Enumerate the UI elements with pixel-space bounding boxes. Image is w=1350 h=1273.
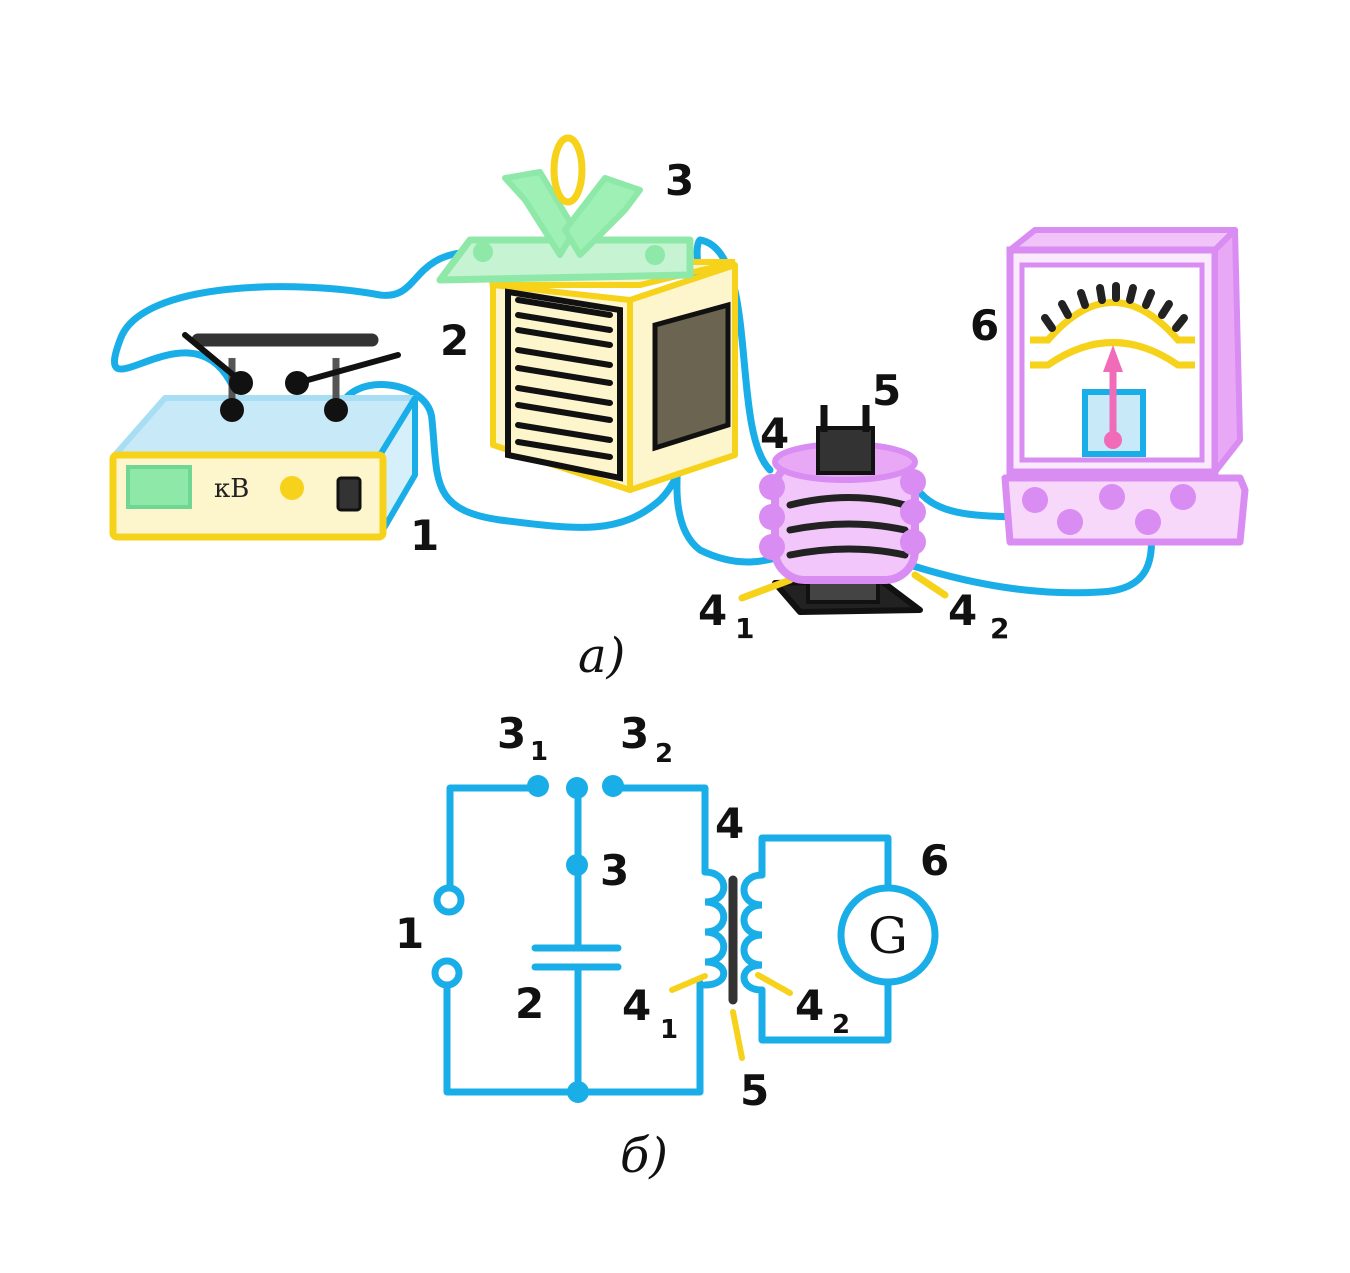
- spark-gap-arm-right: [562, 175, 643, 258]
- label-b-gap-right-sub: 2: [655, 739, 673, 769]
- capacitor-plates: [515, 297, 613, 460]
- discharge-lever-right: [294, 352, 401, 386]
- label-b-galvanometer: 6: [920, 836, 949, 885]
- spark-gap-ball-left: [473, 242, 493, 262]
- spark-gap-ball-right: [645, 245, 665, 265]
- galvanometer-pivot: [1104, 431, 1122, 449]
- schematic-lead-2: [755, 972, 793, 996]
- discharge-lever-left: [182, 332, 246, 386]
- wire-left-top: [446, 784, 539, 889]
- label-core: 5: [872, 366, 901, 415]
- galvanometer-symbol-circle: [837, 884, 939, 986]
- coil-lead-2: [911, 571, 949, 599]
- capacitor-side-window: [652, 301, 731, 452]
- label-b-lead-2-sub: 2: [832, 1010, 850, 1040]
- label-lead-2: 4: [948, 586, 977, 635]
- spark-gap-knob: [550, 134, 586, 206]
- label-b-gap-left: 3: [497, 709, 526, 758]
- label-lead-1: 4: [698, 586, 727, 635]
- caption-a: а): [578, 628, 625, 684]
- label-b-lead-2: 4: [795, 981, 824, 1030]
- coil-core: [816, 426, 875, 475]
- gap-ball-left: [527, 775, 549, 797]
- coil-assembly: [738, 405, 949, 615]
- label-source: 1: [410, 511, 439, 560]
- label-b-lead-1: 4: [622, 981, 651, 1030]
- label-b-coil: 4: [715, 799, 744, 848]
- label-b-lead-1-sub: 1: [660, 1015, 678, 1045]
- gap-node-center: [566, 854, 588, 876]
- gap-ball-center: [566, 777, 588, 799]
- galvanometer-side: [1212, 227, 1243, 475]
- label-spark-gap: 3: [665, 156, 694, 205]
- wire-source-to-gap-left: [111, 248, 474, 389]
- label-b-gap-right: 3: [620, 709, 649, 758]
- source-indicator-lamp: [280, 476, 304, 500]
- label-b-source: 1: [395, 909, 424, 958]
- coil-windings: [786, 494, 909, 559]
- primary-coil: [701, 868, 728, 989]
- wire-secondary: [758, 834, 892, 1044]
- junction-bottom: [567, 1081, 589, 1103]
- wire-right-top: [611, 784, 709, 876]
- label-coil: 4: [760, 409, 789, 458]
- capacitor-plates-panel: [505, 288, 623, 482]
- gap-ball-right: [602, 775, 624, 797]
- label-lead-1-sub: 1: [735, 612, 754, 645]
- galvanometer-terminals: [1022, 484, 1196, 535]
- label-lead-2-sub: 2: [990, 612, 1009, 645]
- label-b-gap-left-sub: 1: [530, 737, 548, 767]
- source-display: [126, 465, 192, 509]
- galvanometer-symbol: G: [868, 907, 908, 965]
- galvanometer-scale-ticks: [1041, 282, 1188, 332]
- schematic-core-lead: [730, 1009, 745, 1061]
- capacitor-box: [489, 259, 738, 493]
- galvanometer-device: [1001, 227, 1249, 546]
- spark-gap: [436, 134, 694, 284]
- schematic-lead-1: [669, 973, 708, 993]
- spark-gap-base: [436, 236, 694, 284]
- terminal-right-bottom: [324, 398, 348, 422]
- schematic-wires: [443, 784, 892, 1096]
- galvanometer-needle-tip: [1103, 345, 1123, 372]
- figure-a: кВ 1: [109, 134, 1249, 684]
- source-display-label: кВ: [214, 474, 249, 504]
- source-terminal-bottom: [431, 957, 463, 989]
- label-b-gap-center: 3: [600, 846, 629, 895]
- coil-lead-1: [738, 576, 794, 602]
- high-voltage-source: кВ: [109, 332, 418, 541]
- source-terminal-top: [433, 884, 465, 916]
- galvanometer-scale-arc-lower: [1030, 339, 1195, 369]
- label-capacitor: 2: [440, 316, 469, 365]
- source-power-switch: [336, 476, 362, 512]
- label-galvanometer: 6: [970, 301, 999, 350]
- source-top-face: [112, 395, 418, 458]
- coil-beads: [759, 469, 926, 560]
- secondary-coil: [740, 871, 766, 994]
- spark-gap-arm-left: [502, 169, 578, 258]
- terminal-left-bottom: [220, 398, 244, 422]
- label-b-capacitor: 2: [515, 979, 544, 1028]
- galvanometer-scale-arc-upper: [1030, 299, 1195, 344]
- figure-b: G 3 1 3 2 3 1 2 4 6 4 1 4 2 5 б): [395, 709, 949, 1184]
- caption-b: б): [620, 1128, 668, 1184]
- label-b-core: 5: [740, 1066, 769, 1115]
- wire-coil-to-galvanometer-2: [906, 516, 1156, 597]
